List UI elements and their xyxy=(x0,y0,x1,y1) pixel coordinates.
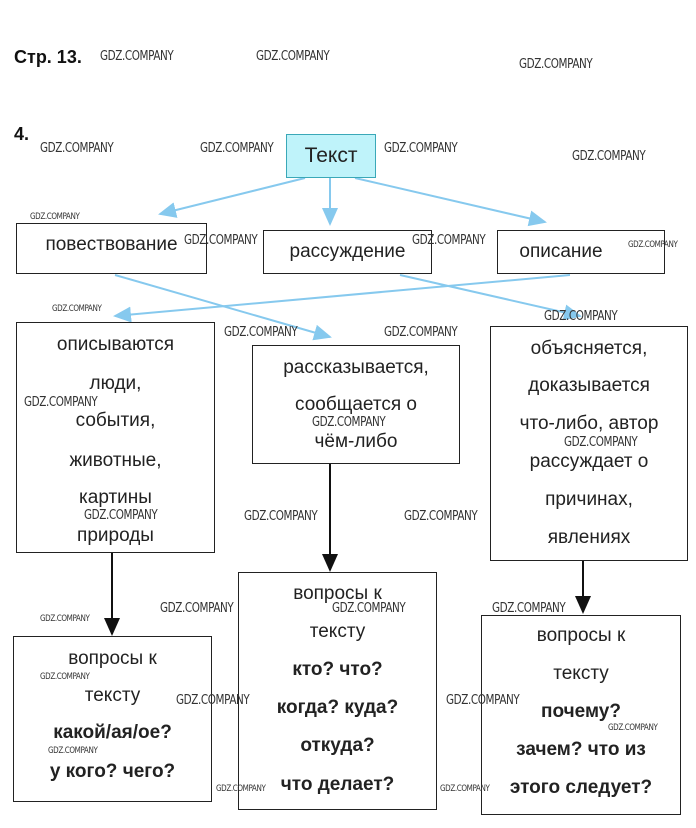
watermark: GDZ.COMPANY xyxy=(628,240,678,250)
desc-line: рассуждает о xyxy=(529,451,649,472)
watermark: GDZ.COMPANY xyxy=(24,395,98,410)
desc-line: доказывается xyxy=(528,375,650,396)
desc-line: описываются xyxy=(56,334,175,355)
desc-line: природы xyxy=(77,525,154,546)
question-line: откуда? xyxy=(300,735,375,756)
watermark: GDZ.COMPANY xyxy=(256,49,330,64)
watermark: GDZ.COMPANY xyxy=(492,601,566,616)
question-line: тексту xyxy=(84,685,141,706)
question-line: когда? куда? xyxy=(276,697,399,718)
desc-box-middle: рассказывается, сообщается о чём-либо xyxy=(252,345,460,464)
question-line: вопросы к xyxy=(536,625,626,646)
watermark: GDZ.COMPANY xyxy=(100,49,174,64)
watermark: GDZ.COMPANY xyxy=(564,435,638,450)
question-line: что делает? xyxy=(280,774,395,795)
question-line: вопросы к xyxy=(68,648,157,669)
arrow-reasoning-right xyxy=(399,274,582,321)
question-line: вопросы к xyxy=(293,583,382,604)
type-label: описание xyxy=(519,241,603,262)
questions-box-right: вопросы к тексту почему? зачем? что из э… xyxy=(481,615,681,815)
watermark: GDZ.COMPANY xyxy=(332,601,406,616)
type-box-description: описание xyxy=(497,230,665,274)
watermark: GDZ.COMPANY xyxy=(40,614,90,624)
question-line: у кого? чего? xyxy=(49,761,176,782)
watermark: GDZ.COMPANY xyxy=(519,57,593,72)
question-line: тексту xyxy=(309,621,366,642)
desc-box-right: объясняется, доказывается что-либо, авто… xyxy=(490,326,688,561)
questions-box-middle: вопросы к тексту кто? что? когда? куда? … xyxy=(238,572,437,810)
watermark: GDZ.COMPANY xyxy=(440,784,490,794)
questions-box-left: вопросы к тексту какой/ая/ое? у кого? че… xyxy=(13,636,212,802)
watermark: GDZ.COMPANY xyxy=(200,141,274,156)
watermark: GDZ.COMPANY xyxy=(40,672,90,682)
watermark: GDZ.COMPANY xyxy=(30,212,80,222)
watermark: GDZ.COMPANY xyxy=(52,304,102,314)
watermark: GDZ.COMPANY xyxy=(40,141,114,156)
watermark: GDZ.COMPANY xyxy=(184,233,258,248)
page-label: Стр. 13. xyxy=(14,47,82,67)
arrow-root-narration xyxy=(158,177,306,218)
question-line: какой/ая/ое? xyxy=(53,722,172,743)
desc-line: события, xyxy=(75,410,156,431)
type-box-reasoning: рассуждение xyxy=(263,230,432,274)
desc-line: сообщается о xyxy=(295,394,417,415)
desc-line: люди, xyxy=(89,373,142,394)
arrow-description-left xyxy=(113,274,571,323)
task-number: 4. xyxy=(14,124,30,144)
question-line: почему? xyxy=(541,701,621,722)
watermark: GDZ.COMPANY xyxy=(412,233,486,248)
watermark: GDZ.COMPANY xyxy=(404,509,478,524)
root-box-text: Текст xyxy=(286,134,376,178)
watermark: GDZ.COMPANY xyxy=(544,309,618,324)
watermark: GDZ.COMPANY xyxy=(244,509,318,524)
watermark: GDZ.COMPANY xyxy=(48,746,98,756)
watermark: GDZ.COMPANY xyxy=(384,141,458,156)
type-label: повествование xyxy=(45,234,178,255)
watermark: GDZ.COMPANY xyxy=(176,693,250,708)
desc-box-left: описываются люди, события, животные, кар… xyxy=(16,322,215,553)
question-line: кто? что? xyxy=(292,659,383,680)
arrow-root-description xyxy=(354,177,547,227)
watermark: GDZ.COMPANY xyxy=(312,415,386,430)
desc-line: картины xyxy=(79,487,152,508)
watermark: GDZ.COMPANY xyxy=(446,693,520,708)
watermark: GDZ.COMPANY xyxy=(572,149,646,164)
watermark: GDZ.COMPANY xyxy=(216,784,266,794)
desc-line: животные, xyxy=(69,450,162,471)
type-box-narration: повествование xyxy=(16,223,207,274)
desc-line: объясняется, xyxy=(530,338,648,359)
question-line: тексту xyxy=(553,663,609,684)
desc-line: причинах, xyxy=(545,489,633,510)
desc-line: чём-либо xyxy=(314,431,398,452)
watermark: GDZ.COMPANY xyxy=(160,601,234,616)
watermark: GDZ.COMPANY xyxy=(384,325,458,340)
type-label: рассуждение xyxy=(289,241,406,262)
desc-line: рассказывается, xyxy=(283,357,429,378)
desc-line: что-либо, автор xyxy=(519,413,659,434)
question-line: зачем? что из xyxy=(516,739,646,760)
watermark: GDZ.COMPANY xyxy=(224,325,298,340)
watermark: GDZ.COMPANY xyxy=(608,723,658,733)
question-line: этого следует? xyxy=(509,777,653,798)
watermark: GDZ.COMPANY xyxy=(84,508,158,523)
root-label: Текст xyxy=(304,144,358,167)
desc-line: явлениях xyxy=(547,527,631,548)
